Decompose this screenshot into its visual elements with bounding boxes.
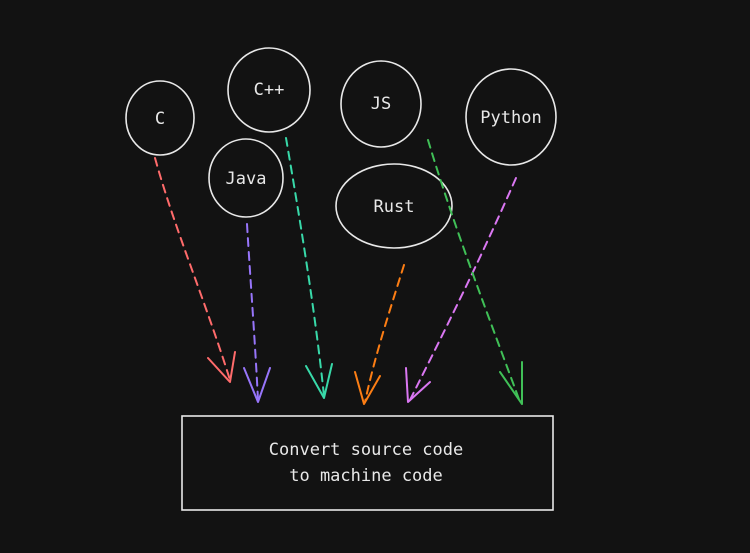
target-box[interactable]: Convert source code to machine code bbox=[181, 415, 554, 511]
node-cpp-shape bbox=[227, 47, 311, 133]
node-js[interactable]: JS bbox=[340, 60, 422, 148]
node-python-label: Python bbox=[480, 108, 541, 128]
arrow-cpp-line bbox=[285, 137, 325, 397]
node-rust-shape bbox=[335, 163, 453, 249]
node-c-shape bbox=[125, 80, 195, 156]
arrow-c-line bbox=[154, 157, 231, 381]
arrow-java-line bbox=[246, 223, 259, 401]
node-python[interactable]: Python bbox=[465, 68, 557, 166]
arrow-js-head bbox=[499, 361, 523, 405]
arrow-java-head bbox=[243, 367, 271, 403]
node-rust-label: Rust bbox=[374, 197, 415, 217]
node-rust[interactable]: Rust bbox=[335, 163, 453, 249]
node-java-label: Java bbox=[226, 169, 267, 189]
node-python-shape bbox=[465, 68, 557, 166]
arrow-c-head bbox=[207, 351, 236, 383]
arrow-c bbox=[154, 157, 236, 383]
target-box-line2: to machine code bbox=[289, 466, 443, 486]
arrow-rust-line bbox=[364, 264, 405, 403]
target-box-line1: Convert source code bbox=[269, 440, 463, 460]
node-js-label: JS bbox=[371, 94, 391, 114]
node-js-shape bbox=[340, 60, 422, 148]
arrow-js bbox=[427, 139, 523, 405]
node-java-shape bbox=[208, 138, 284, 218]
arrow-js-line bbox=[427, 139, 521, 403]
arrow-cpp-head bbox=[305, 363, 333, 399]
node-cpp-label: C++ bbox=[254, 80, 285, 100]
node-c-label: C bbox=[155, 109, 165, 129]
node-c[interactable]: C bbox=[125, 80, 195, 156]
arrow-python-head bbox=[405, 367, 431, 403]
arrow-python bbox=[405, 177, 517, 403]
arrow-rust bbox=[354, 264, 405, 405]
node-java[interactable]: Java bbox=[208, 138, 284, 218]
target-box-shape bbox=[181, 415, 554, 511]
arrow-java bbox=[243, 223, 271, 403]
arrow-python-line bbox=[409, 177, 517, 401]
arrow-rust-head bbox=[354, 371, 381, 405]
arrow-cpp bbox=[285, 137, 333, 399]
node-cpp[interactable]: C++ bbox=[227, 47, 311, 133]
